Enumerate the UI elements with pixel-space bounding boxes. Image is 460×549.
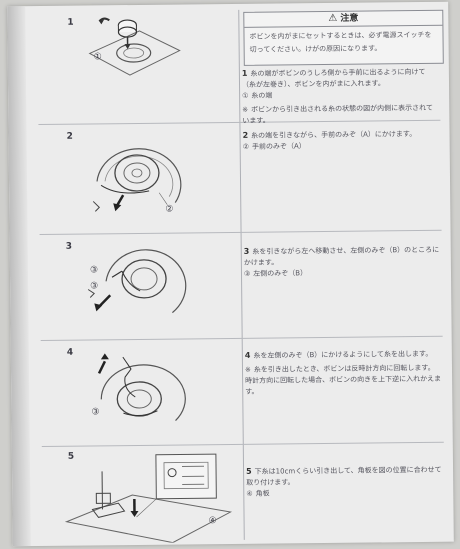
manual-page: 1 2 3 4 5 ① ② bbox=[7, 1, 454, 547]
callout-marker: ③ bbox=[89, 265, 99, 276]
caution-box: ⚠注意 ボビンを内がまにセットするときは、必ず電源スイッチを切ってください。けが… bbox=[243, 9, 444, 66]
caution-text: ボビンを内がまにセットするときは、必ず電源スイッチを切ってください。けがの原因に… bbox=[249, 30, 432, 54]
needle-plate-illustration bbox=[64, 453, 233, 544]
callout-marker: ② bbox=[165, 204, 174, 215]
page-spine bbox=[7, 6, 31, 547]
warning-icon: ⚠ bbox=[328, 12, 338, 24]
callout-marker: ① bbox=[93, 52, 102, 63]
figure-number: 4 bbox=[66, 347, 74, 358]
figure-number: 2 bbox=[66, 131, 73, 142]
caution-title: 注意 bbox=[340, 13, 359, 24]
instruction-line: ※ボビンから引き出される糸の状態の図が内側に表示されています。 bbox=[242, 103, 433, 125]
bobbin-insert-illustration bbox=[88, 17, 181, 76]
figure-number: 1 bbox=[67, 17, 74, 28]
instruction-line: ※糸を引き出したとき、ボビンは反時計方向に回転します。時計方向に回転した場合、ボ… bbox=[244, 363, 442, 396]
callout-marker: ④ bbox=[208, 516, 217, 527]
thread-groove-a-illustration bbox=[92, 148, 182, 212]
figure-number: 3 bbox=[65, 241, 73, 252]
callout-marker: ③ bbox=[91, 407, 100, 418]
thread-pull-illustration bbox=[97, 353, 186, 422]
thread-groove-b-illustration bbox=[87, 249, 187, 314]
callout-marker: ③ bbox=[90, 281, 99, 292]
